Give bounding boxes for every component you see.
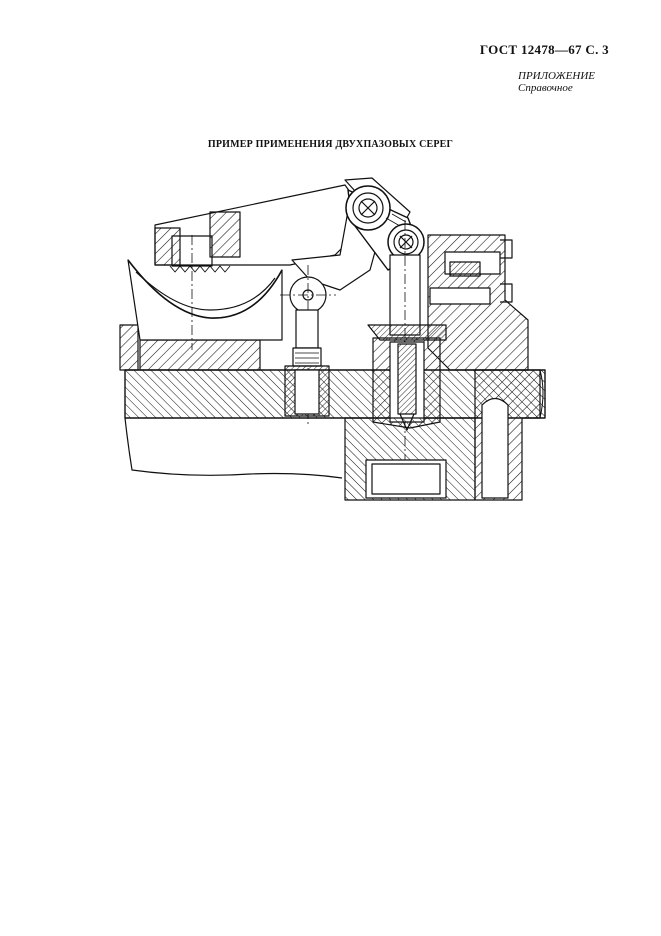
left-support-block [119, 324, 261, 371]
vertical-rod [389, 220, 421, 470]
drawing-svg [119, 177, 546, 501]
page-number: ГОСТ 12478—67 С. 3 [479, 42, 609, 57]
piston-assembly [367, 324, 447, 431]
right-column [474, 369, 541, 501]
figure-title: ПРИМЕР ПРИМЕНЕНИЯ ДВУХПАЗОВЫХ СЕРЕГ [207, 139, 454, 150]
right-housing [427, 234, 529, 371]
appendix-block: ПРИЛОЖЕНИЕ Справочное [518, 70, 595, 94]
adjustment-screw [284, 309, 330, 417]
lower-housing [344, 417, 476, 501]
appendix-note: Справочное [518, 82, 573, 94]
appendix-label: ПРИЛОЖЕНИЕ [518, 70, 595, 82]
cradle [127, 259, 283, 341]
technical-drawing [110, 160, 560, 515]
